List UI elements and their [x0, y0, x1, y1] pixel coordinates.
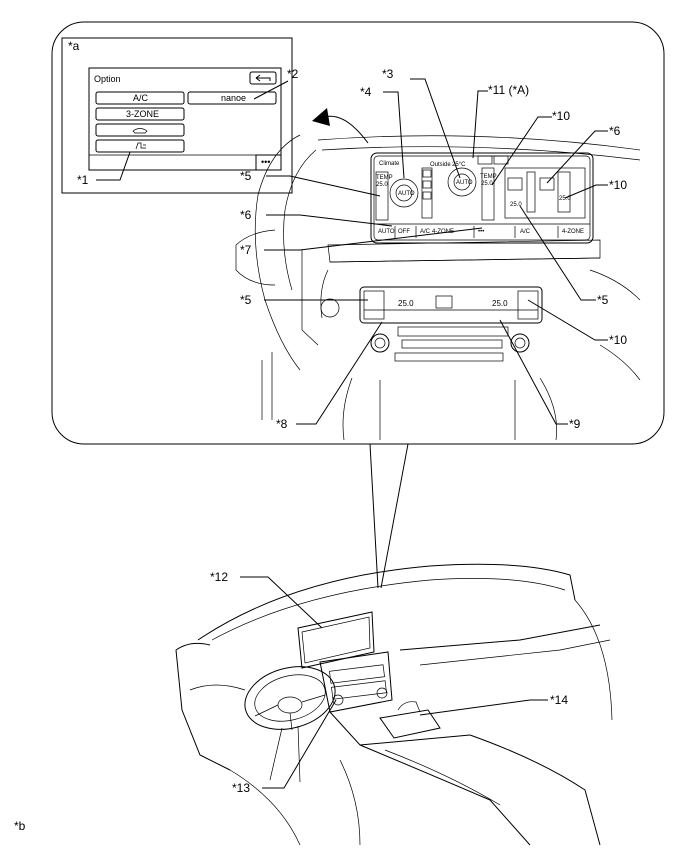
car-interior-sketch [175, 563, 613, 846]
display-4zone-button-right: 4-ZONE [562, 229, 584, 235]
callout-10-top: *10 [552, 109, 570, 123]
callout-13: *13 [232, 781, 250, 795]
option-more-button: ••• [261, 157, 270, 167]
callout-5-display: *5 [240, 169, 252, 183]
display-outside-temp: 25°C [452, 162, 466, 168]
callout-4: *4 [360, 85, 372, 99]
display-temp-right-b: 25.0 [559, 196, 571, 202]
option-ac-button: A/C [133, 93, 149, 103]
callout-9: *9 [569, 417, 581, 431]
callout-1: *1 [77, 173, 89, 187]
climate-display-screen: Climate Outside 25°C TEMP 25.0 AUTO AUTO… [370, 152, 594, 244]
callout-a: *a [68, 39, 80, 53]
callout-b: *b [14, 819, 26, 833]
display-ac-button-left: A/C [420, 229, 431, 235]
display-auto-dial-left: AUTO [398, 191, 415, 197]
callout-8: *8 [276, 417, 288, 431]
display-outside-label: Outside [430, 162, 451, 168]
lower-leaders [240, 576, 548, 789]
zoom-arrow-head [312, 108, 330, 126]
callout-10-panel: *10 [609, 333, 627, 347]
display-temp-right-a: 25.0 [510, 202, 522, 208]
callout-11: *11 (*A) [488, 83, 529, 97]
callout-3: *3 [382, 67, 394, 81]
display-temp-left: 25.0 [376, 182, 388, 188]
option-inset: Option A/C nanoe 3-ZONE ••• [61, 37, 293, 194]
display-auto-dial-center: AUTO [456, 180, 473, 186]
option-title: Option [94, 74, 121, 84]
callout-10-right: *10 [609, 178, 627, 192]
display-temp-center: 25.0 [481, 181, 493, 187]
callout-6-right: *6 [609, 124, 621, 138]
option-3zone-button: 3-ZONE [126, 109, 159, 119]
detail-frame [51, 21, 665, 445]
callout-leaders [96, 78, 608, 425]
option-seat-icon [135, 142, 146, 150]
display-more-button: ••• [478, 229, 484, 235]
callout-7: *7 [240, 243, 252, 257]
callout-6-left: *6 [240, 208, 252, 222]
callout-2: *2 [287, 67, 299, 81]
callout-12: *12 [210, 570, 228, 584]
climate-control-panel: 25.0 25.0 [359, 286, 543, 362]
display-4zone-button-left: 4-ZONE [432, 229, 454, 235]
callout-5-right: *5 [597, 293, 609, 307]
display-temp-label-left: TEMP [376, 175, 393, 181]
display-temp-label-center: TEMP [480, 174, 497, 180]
display-ac-button-right: A/C [520, 229, 531, 235]
option-nanoe-button: nanoe [221, 93, 246, 103]
dashboard-detail-sketch [235, 134, 641, 441]
panel-temp-right: 25.0 [492, 299, 508, 308]
zoom-line-right [380, 443, 409, 589]
callout-14: *14 [550, 693, 568, 707]
display-climate-title: Climate [379, 161, 400, 167]
panel-temp-left: 25.0 [398, 299, 414, 308]
display-auto-button: AUTO [378, 229, 395, 235]
zoom-line-left [369, 443, 379, 589]
callout-5-panel: *5 [240, 293, 252, 307]
option-windshield-icon [132, 128, 148, 134]
display-off-button: OFF [398, 229, 410, 235]
